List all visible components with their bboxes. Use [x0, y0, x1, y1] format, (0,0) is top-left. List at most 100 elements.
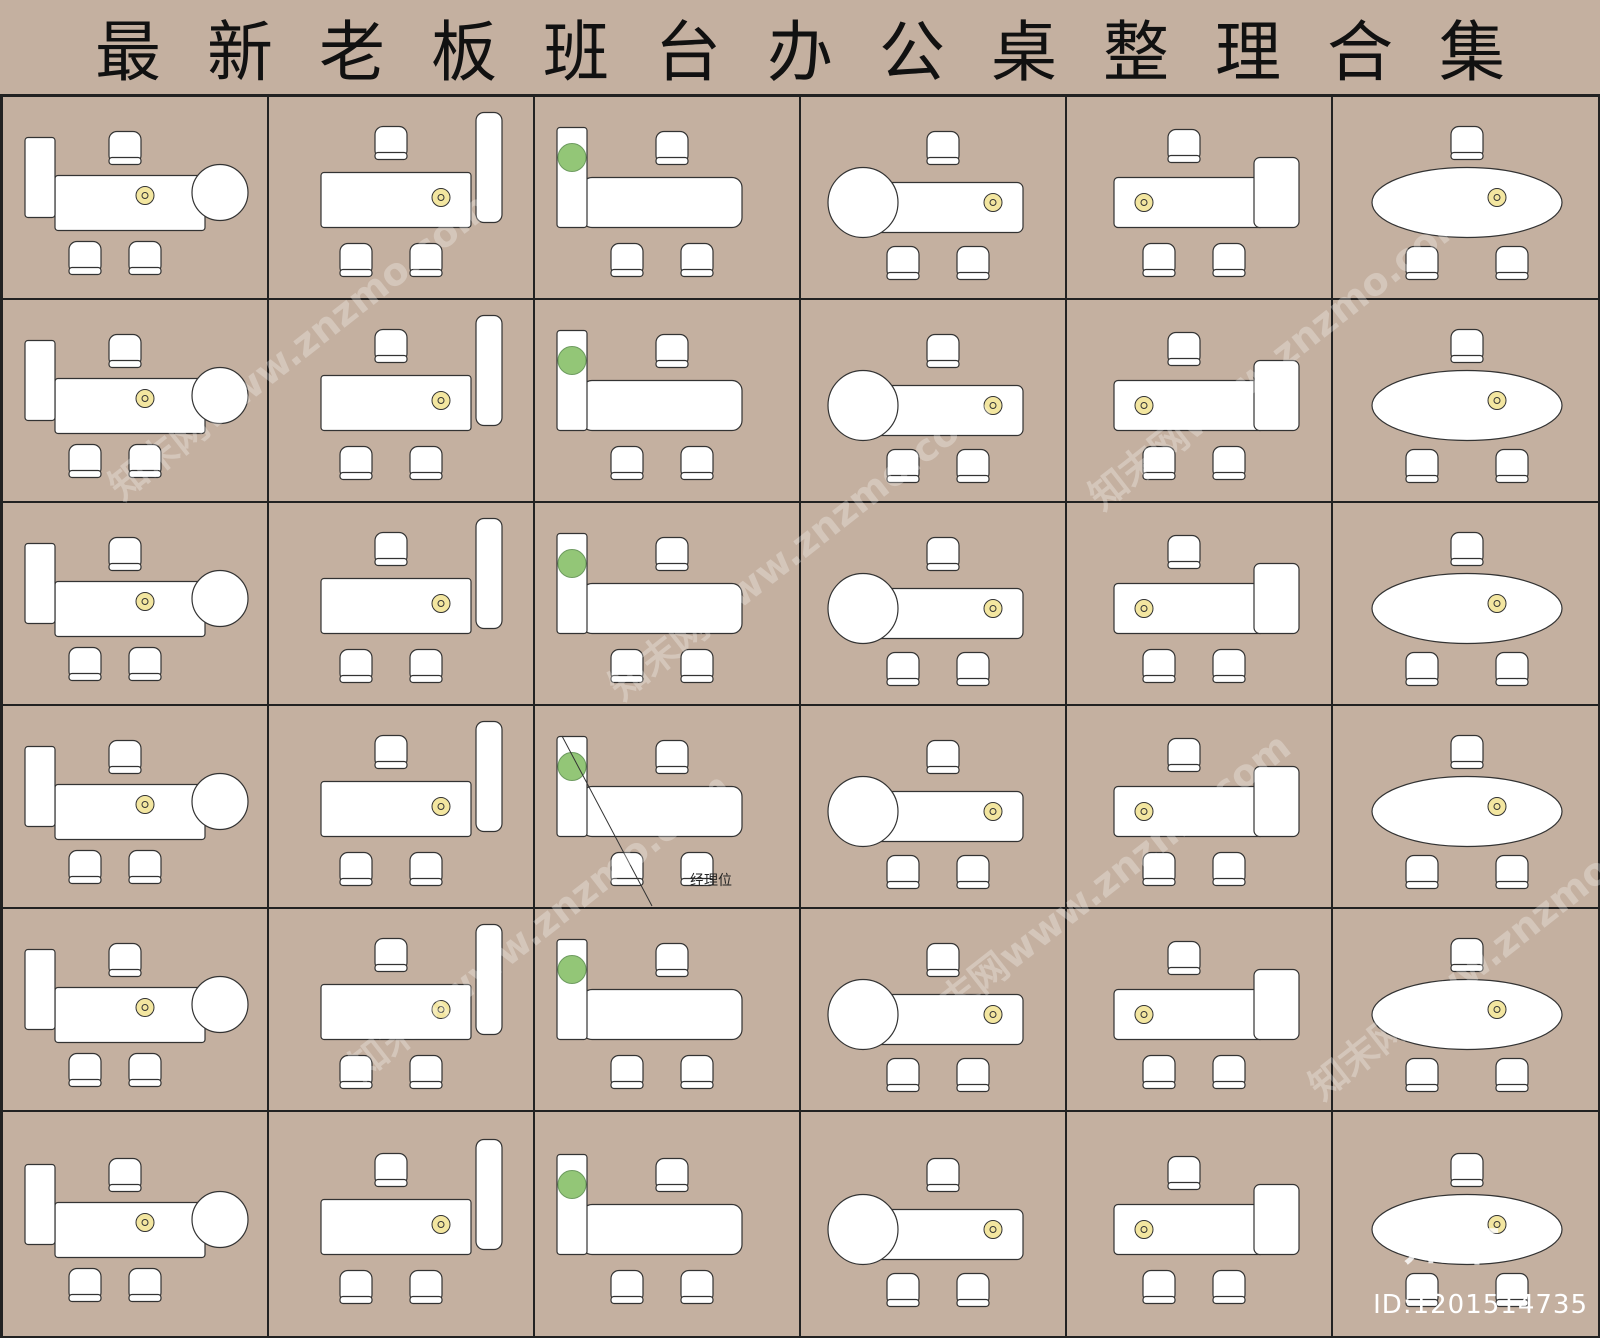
- guest-chair: [409, 648, 443, 684]
- lamp-icon: [1487, 1215, 1507, 1234]
- executive-desk: [54, 783, 206, 841]
- side-cabinet: [24, 1163, 56, 1246]
- executive-desk: [54, 986, 206, 1044]
- guest-chair: [68, 240, 102, 276]
- lamp-center-icon: [1140, 1226, 1148, 1233]
- lamp-center-icon: [437, 803, 445, 810]
- lamp-center-icon: [141, 395, 149, 402]
- round-table: [827, 775, 899, 848]
- side-cabinet: [24, 745, 56, 828]
- boss-chair: [374, 328, 408, 364]
- guest-chair: [1405, 245, 1439, 281]
- boss-chair: [108, 739, 142, 775]
- boss-chair: [1167, 331, 1201, 367]
- guest-chair: [1212, 851, 1246, 887]
- boss-chair: [655, 739, 689, 775]
- angled-return: [1253, 765, 1300, 838]
- lamp-icon: [1134, 1005, 1154, 1024]
- plan-grid: 经理位 知末网www.znzmo.com 知末网www.znzmo.com 知末…: [0, 96, 1600, 1338]
- guest-chair: [128, 1052, 162, 1088]
- lamp-icon: [135, 795, 155, 814]
- title-bar: 最新老板班台办公桌整理合集: [0, 0, 1600, 96]
- guest-chair: [1405, 1272, 1439, 1308]
- guest-chair: [1405, 448, 1439, 484]
- guest-chair: [956, 1057, 990, 1093]
- lamp-center-icon: [437, 1221, 445, 1228]
- boss-chair: [1450, 937, 1484, 973]
- executive-desk: [581, 582, 743, 635]
- angled-return: [1253, 156, 1300, 229]
- dimension-line: [561, 735, 653, 907]
- guest-chair: [1212, 648, 1246, 684]
- side-cabinet: [556, 1153, 588, 1256]
- guest-chair: [886, 1057, 920, 1093]
- guest-chair: [956, 245, 990, 281]
- lamp-icon: [983, 802, 1003, 821]
- boss-chair: [108, 130, 142, 166]
- guest-chair: [1405, 854, 1439, 890]
- boss-chair: [655, 536, 689, 572]
- lamp-center-icon: [1493, 1221, 1501, 1228]
- guest-chair: [1212, 242, 1246, 278]
- guest-chair: [1142, 445, 1176, 481]
- boss-chair: [1450, 125, 1484, 161]
- lamp-icon: [431, 188, 451, 207]
- guest-chair: [1212, 445, 1246, 481]
- side-cabinet: [556, 329, 588, 432]
- lamp-icon: [1487, 1000, 1507, 1019]
- boss-chair: [1167, 534, 1201, 570]
- brand-logo: 知末: [1404, 1217, 1504, 1271]
- guest-chair: [128, 443, 162, 479]
- lamp-center-icon: [141, 801, 149, 808]
- boss-chair: [1450, 1152, 1484, 1188]
- oval-desk: [1371, 978, 1563, 1051]
- lamp-center-icon: [1493, 194, 1501, 201]
- guest-chair: [339, 1269, 373, 1305]
- guest-chair: [1495, 1272, 1529, 1308]
- lamp-center-icon: [141, 1219, 149, 1226]
- oval-desk: [1371, 572, 1563, 645]
- guest-chair: [409, 1054, 443, 1090]
- boss-chair: [926, 333, 960, 369]
- lamp-center-icon: [989, 1011, 997, 1018]
- guest-chair: [339, 242, 373, 278]
- boss-chair: [374, 734, 408, 770]
- side-return: [475, 314, 503, 427]
- lamp-icon: [431, 1215, 451, 1234]
- boss-chair: [374, 125, 408, 161]
- lamp-center-icon: [989, 808, 997, 815]
- side-cabinet: [556, 735, 588, 838]
- guest-chair: [68, 1052, 102, 1088]
- boss-chair: [374, 1152, 408, 1188]
- side-return: [475, 923, 503, 1036]
- lamp-center-icon: [1493, 803, 1501, 810]
- boss-chair: [1450, 531, 1484, 567]
- lamp-icon: [983, 1220, 1003, 1239]
- plant-icon: [557, 1170, 587, 1199]
- lamp-icon: [135, 998, 155, 1017]
- executive-desk: [320, 171, 472, 229]
- lamp-icon: [983, 599, 1003, 618]
- lamp-center-icon: [1140, 199, 1148, 206]
- guest-chair: [680, 445, 714, 481]
- guest-chair: [128, 646, 162, 682]
- guest-chair: [1142, 242, 1176, 278]
- executive-desk: [320, 983, 472, 1041]
- lamp-center-icon: [141, 192, 149, 199]
- boss-chair: [655, 130, 689, 166]
- lamp-center-icon: [989, 605, 997, 612]
- guest-chair: [68, 443, 102, 479]
- plan-cell-36: [1331, 1110, 1600, 1338]
- oval-desk: [1371, 166, 1563, 239]
- guest-chair: [339, 445, 373, 481]
- oval-desk: [1371, 369, 1563, 442]
- angled-return: [1253, 562, 1300, 635]
- plant-icon: [557, 346, 587, 375]
- guest-chair: [339, 851, 373, 887]
- oval-desk: [1371, 1193, 1563, 1266]
- boss-chair: [1450, 328, 1484, 364]
- lamp-center-icon: [1493, 397, 1501, 404]
- boss-chair: [108, 1157, 142, 1193]
- lamp-icon: [1134, 193, 1154, 212]
- guest-chair: [1495, 1057, 1529, 1093]
